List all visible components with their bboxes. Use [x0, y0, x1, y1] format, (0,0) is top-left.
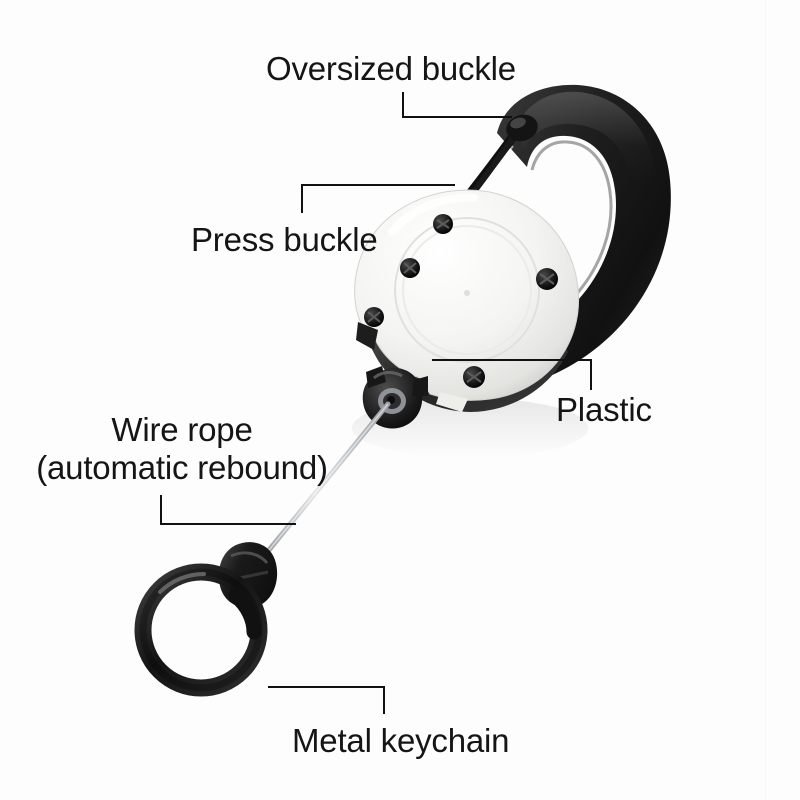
reel-sheen [388, 193, 478, 236]
screw-left [364, 307, 384, 327]
keyring-group [134, 542, 278, 697]
gate-top-pivot-sheen [510, 117, 526, 129]
reel-screws-group [364, 214, 558, 388]
leader-press-buckle-vertical [301, 184, 303, 213]
leader-metal-keychain-horizontal [268, 686, 385, 688]
screw-gate-anchor [400, 258, 420, 278]
wire-rope-highlight [255, 403, 389, 567]
reel-housing-group [354, 189, 580, 412]
screw-top [433, 214, 453, 234]
callout-label-oversized-buckle: Oversized buckle [266, 50, 516, 87]
leader-press-buckle-horizontal [301, 184, 455, 186]
reel-tab-left [356, 322, 378, 350]
reel-moulded-disc [394, 217, 540, 363]
leader-oversized-buckle-vertical [402, 92, 404, 118]
callout-label-wire-rope-line1: Wire rope [111, 411, 253, 448]
image-edge-seam [765, 0, 766, 800]
callout-label-wire-rope: Wire rope (automatic rebound) [26, 411, 338, 488]
callout-label-wire-rope-line2: (automatic rebound) [36, 449, 328, 487]
leader-metal-keychain-vertical [383, 686, 385, 714]
leader-oversized-buckle-horizontal [402, 116, 512, 118]
carabiner-hook-highlight [516, 91, 656, 182]
wire-rope-group [253, 401, 391, 569]
split-key-ring-overlap [228, 588, 262, 640]
crimp-cap-seam [230, 551, 269, 565]
reel-center-dot [464, 290, 470, 296]
callout-label-plastic: Plastic [556, 391, 652, 428]
reel-moulded-disc-inner [402, 225, 532, 355]
leader-plastic-horizontal [432, 359, 592, 361]
nozzle-sheen [373, 371, 403, 380]
screw-right [536, 268, 558, 290]
split-key-ring-highlight [158, 572, 206, 594]
callout-label-press-buckle: Press buckle [191, 221, 378, 258]
leader-plastic-vertical [590, 359, 592, 390]
callout-label-metal-keychain: Metal keychain [292, 722, 510, 759]
leader-wire-rope-horizontal [160, 523, 296, 525]
nozzle-wing-right [412, 376, 428, 396]
leader-wire-rope-vertical [160, 495, 162, 525]
screw-bottom [463, 366, 485, 388]
reel-tab-bottom [436, 392, 468, 412]
